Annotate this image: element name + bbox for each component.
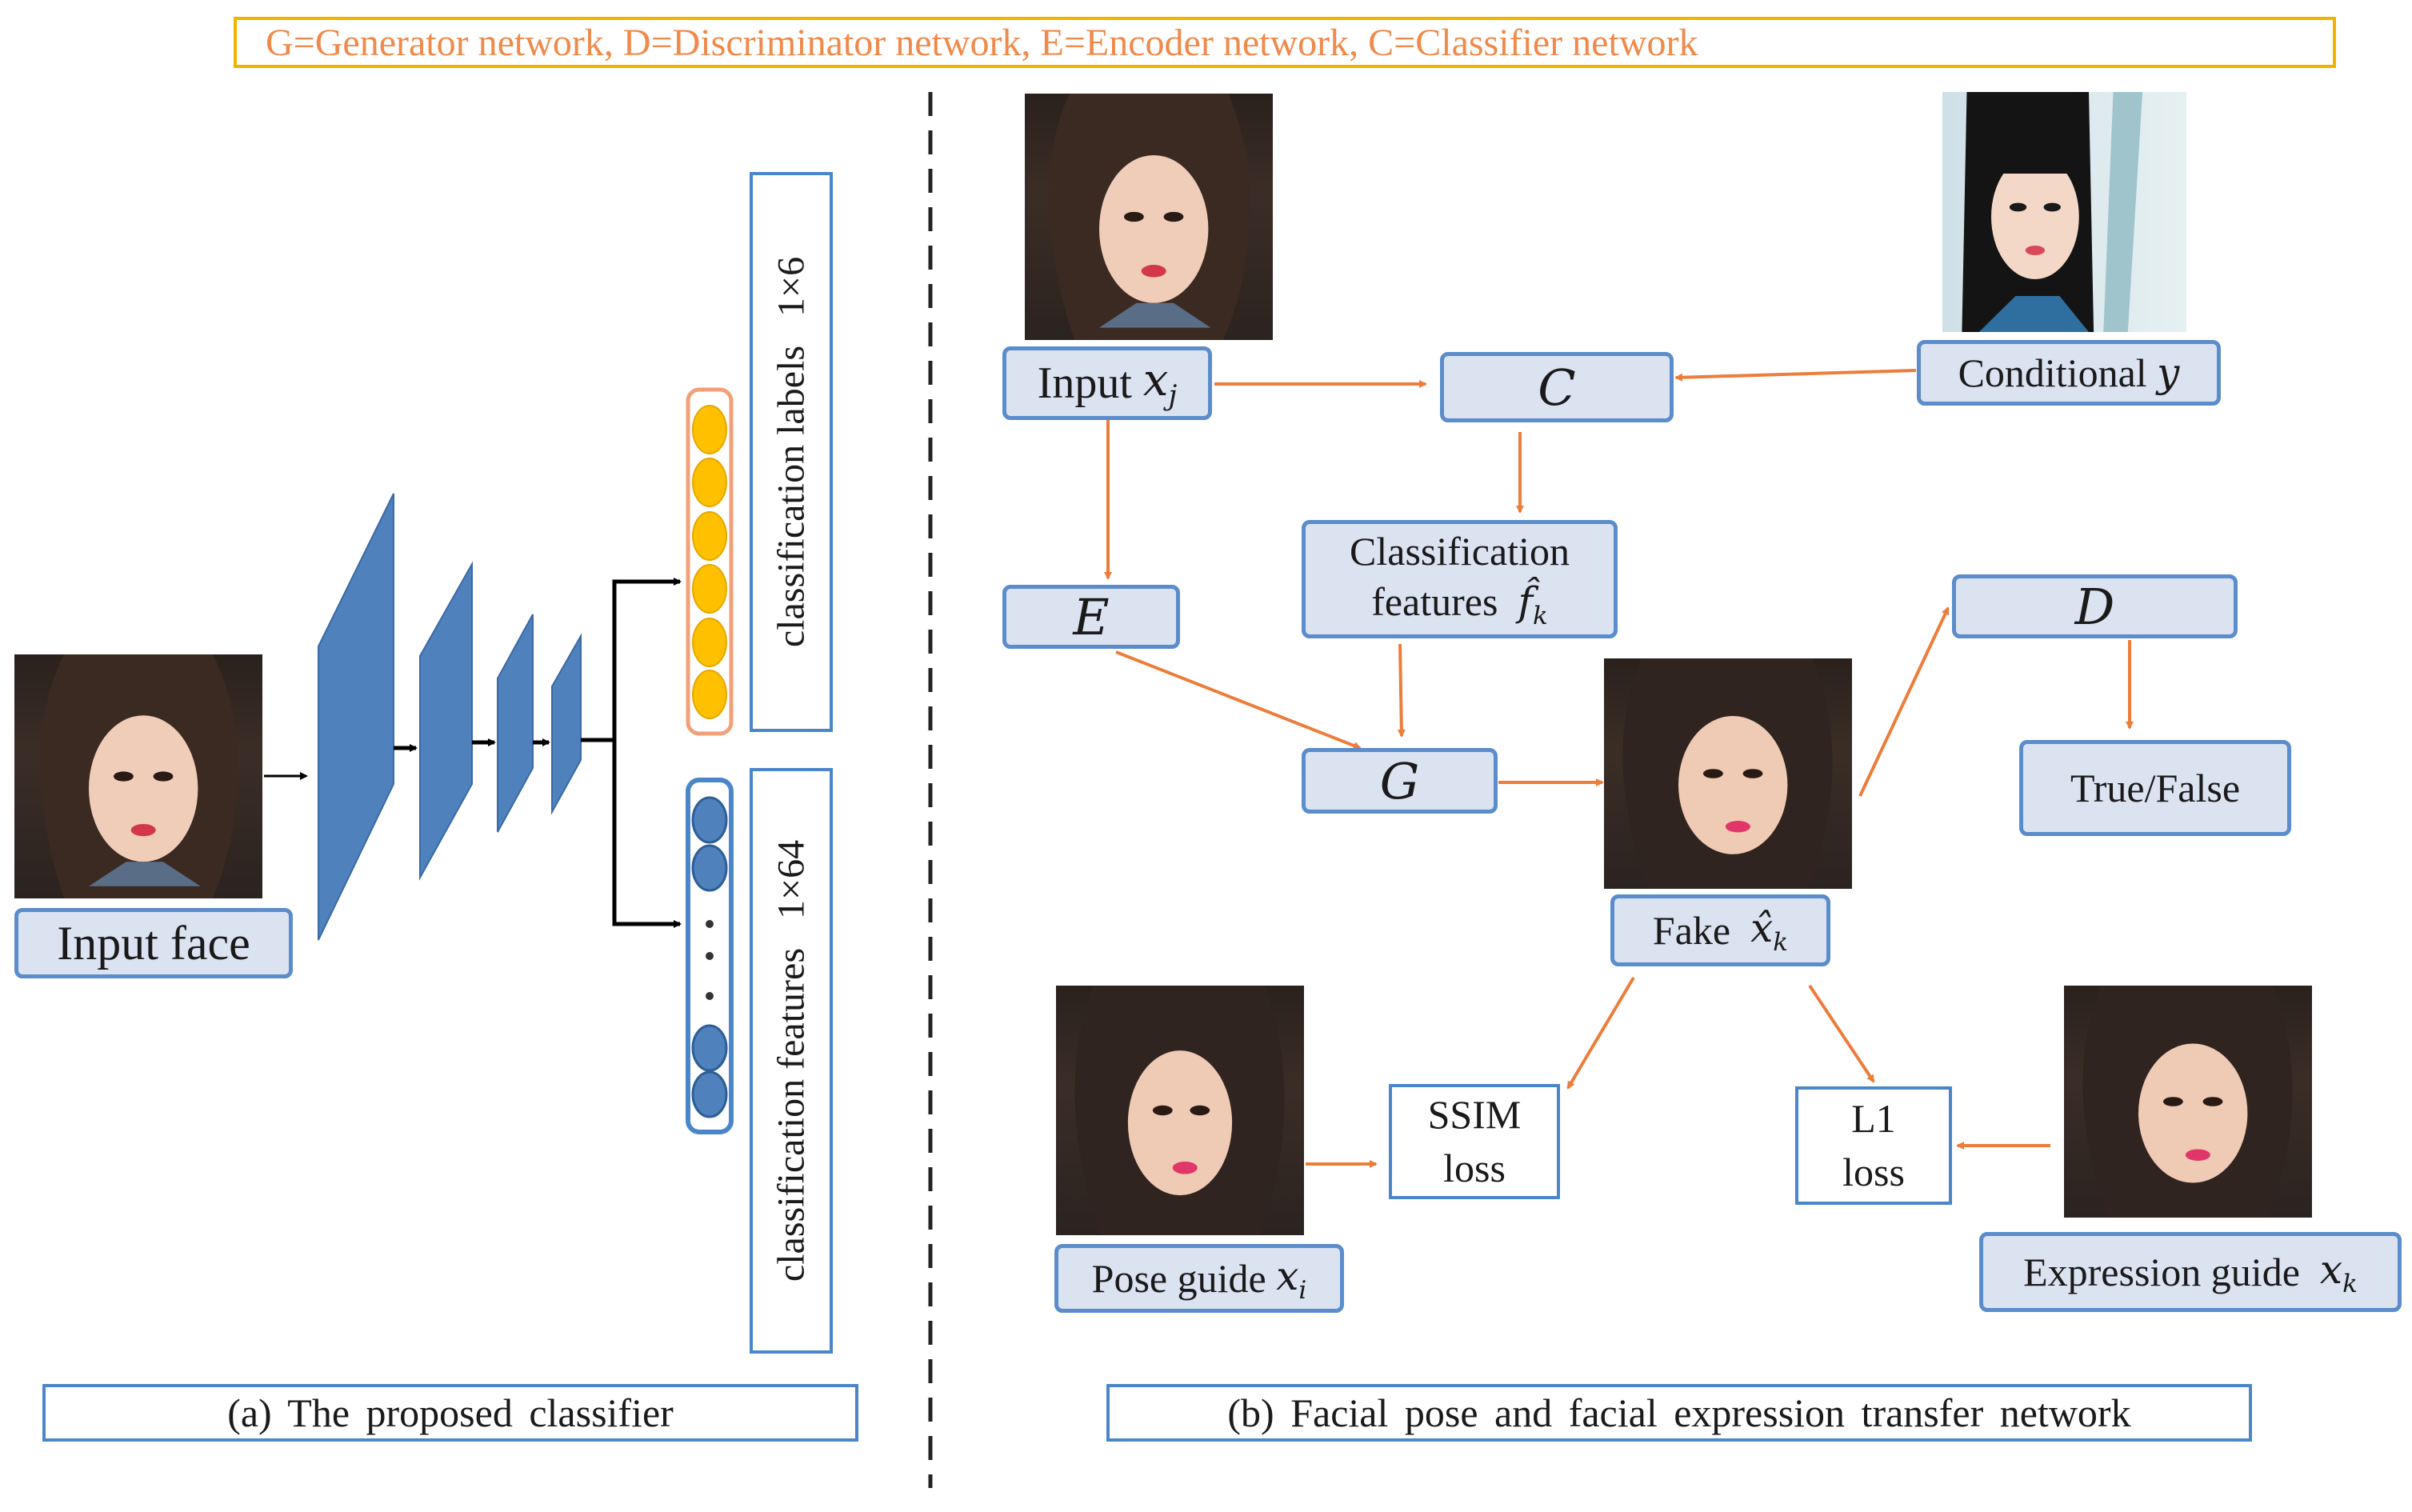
flow-arrows [1104,369,2134,1168]
classification-labels-text: classification labels 1×6 [770,256,813,648]
feature-vector-nodes [691,796,728,1118]
branch-connector-lower [612,740,682,928]
fake-face-image [1604,658,1852,889]
input-face-image-b [1025,94,1273,340]
discriminator-node: D [1952,574,2238,638]
label-node [692,405,727,454]
conv-layer-1 [318,493,394,941]
classification-features-text: classification features 1×64 [770,839,813,1282]
conv-layer-2 [419,561,473,881]
feature-node [691,844,728,892]
face-illustration [1622,658,1833,889]
label-vector-nodes [692,405,727,719]
classification-features-box: classification features 1×64 [750,768,833,1354]
arrow-features-to-g [1397,643,1406,738]
input-node: Input xj [1002,346,1212,420]
face-illustration [1962,92,2143,332]
input-face-node: Input face [14,908,293,978]
arrow-conditional-to-c [1674,369,1917,382]
label-node [692,511,727,561]
face-illustration [1074,986,1285,1235]
expression-guide-face-image [2064,986,2312,1218]
encoder-node: E [1002,585,1180,649]
face-illustration [2082,986,2293,1218]
cnn-arrows [264,578,682,928]
arrow-fake-to-l1 [1808,984,1875,1083]
conv-layer-4 [551,633,582,815]
caption-b: (b) Facial pose and facial expression tr… [1106,1384,2252,1442]
face-illustration [40,654,238,898]
legend-text: G=Generator network, D=Discriminator net… [266,21,1698,64]
input-face-image-a [14,654,262,898]
l1-loss-node: L1 loss [1795,1086,1952,1205]
label-node [692,458,727,507]
pose-guide-node: Pose guide xi [1054,1244,1344,1313]
expression-guide-node: Expression guide xk [1979,1232,2402,1312]
classifier-node: C [1440,352,1674,422]
true-false-node: True/False [2019,740,2291,836]
label-node [692,564,727,614]
classification-features-node: Classification features f̂k [1302,520,1618,638]
fake-node: Fake x̂k [1610,894,1830,966]
generator-node: G [1302,748,1498,814]
feature-node [691,1070,728,1118]
pose-guide-face-image [1056,986,1304,1235]
branch-connector [581,578,682,742]
input-face-label: Input face [57,916,250,970]
conditional-node: Conditional y [1917,340,2221,406]
arrow-e-to-g [1115,650,1362,750]
feature-node [691,796,728,844]
ellipsis-dots [706,920,714,1000]
conv-layer-3 [497,614,534,833]
arrow-fake-to-ssim [1566,976,1635,1090]
arrow-fake-to-d [1858,606,1950,797]
classification-labels-box: classification labels 1×6 [750,172,833,732]
network-legend: G=Generator network, D=Discriminator net… [234,17,2336,68]
ssim-loss-node: SSIM loss [1389,1084,1560,1199]
feature-node [691,1024,728,1072]
caption-a: (a) The proposed classifier [42,1384,858,1442]
conditional-face-image [1942,92,2186,332]
face-illustration [1049,94,1250,340]
cnn-layers [318,493,582,941]
label-node [692,670,727,719]
label-node [692,618,727,667]
